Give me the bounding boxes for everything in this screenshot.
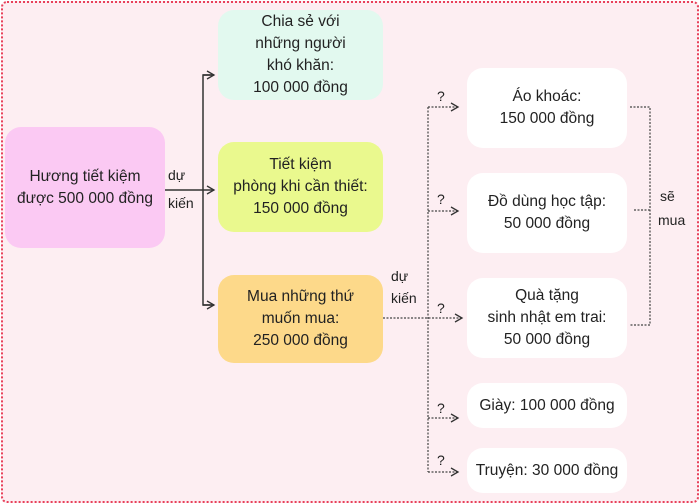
- plan-label-2-line1: dự: [391, 268, 409, 284]
- plan-box-savings: Tiết kiệm phòng khi cần thiết: 150 000 đ…: [218, 142, 383, 232]
- plan-label-1-line2: kiến: [168, 195, 194, 211]
- plan-box-share: Chia sẻ với những người khó khăn: 100 00…: [218, 10, 383, 100]
- source-box: Hương tiết kiệm được 500 000 đồng: [5, 127, 165, 248]
- plan-label-2-line2: kiến: [391, 290, 417, 306]
- question-mark: ?: [437, 300, 445, 316]
- question-mark: ?: [437, 88, 445, 104]
- item-box-coat: Áo khoác: 150 000 đồng: [467, 68, 627, 148]
- question-mark: ?: [437, 400, 445, 416]
- will-buy-line1: sẽ: [660, 188, 675, 204]
- item-box-comics: Truyện: 30 000 đồng: [467, 448, 627, 493]
- item-box-supplies: Đồ dùng học tập: 50 000 đồng: [467, 173, 627, 253]
- question-mark: ?: [437, 452, 445, 468]
- item-box-gift: Quà tặng sinh nhật em trai: 50 000 đồng: [467, 278, 627, 358]
- plan-box-buy: Mua những thứ muốn mua: 250 000 đồng: [218, 275, 383, 363]
- will-buy-line2: mua: [658, 212, 686, 228]
- question-mark: ?: [437, 191, 445, 207]
- item-box-shoes: Giày: 100 000 đồng: [467, 383, 627, 428]
- will-buy-bracket: [630, 106, 651, 326]
- plan-label-1-line1: dự: [168, 167, 186, 183]
